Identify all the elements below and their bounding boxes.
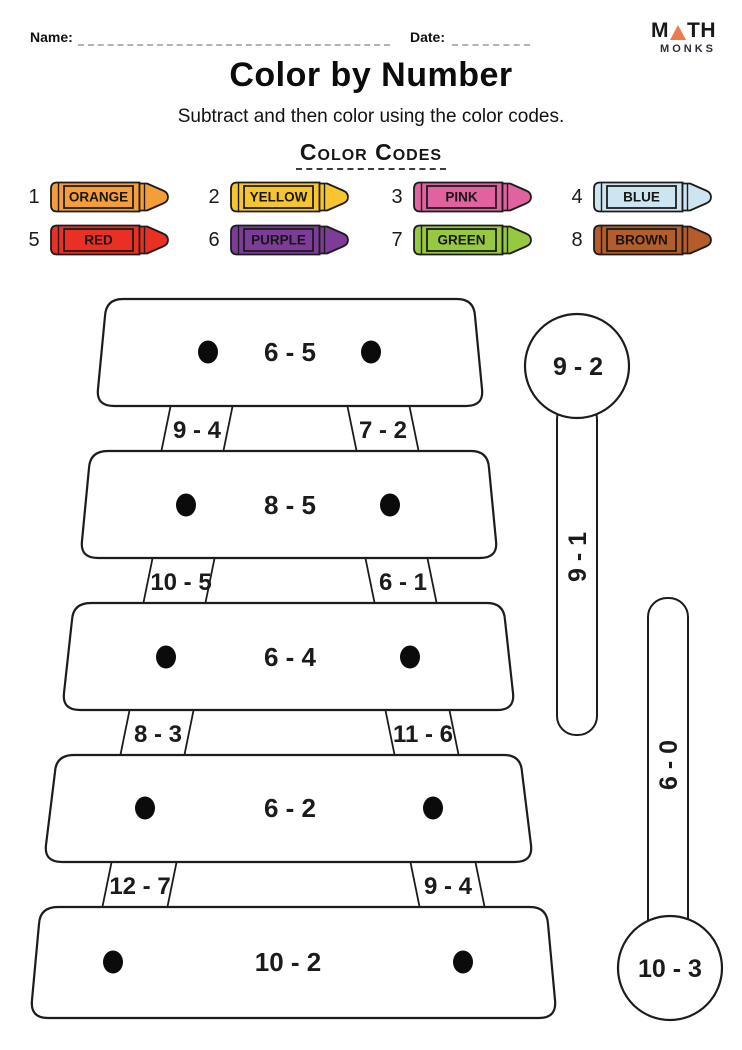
logo-letter-m: M [651, 19, 669, 42]
mallet-head-problem: 10 - 3 [638, 955, 702, 983]
crayon-number: 1 [28, 186, 40, 208]
crayon-red-icon: RED [50, 224, 169, 256]
connector-problem: 8 - 3 [134, 721, 182, 748]
mallet-bottom: 10 - 3 6 - 0 [616, 597, 724, 1022]
crayon-item-red: 5 RED [26, 224, 171, 256]
page-subtitle: Subtract and then color using the color … [177, 106, 565, 127]
connector-problem: 7 - 2 [359, 417, 407, 444]
crayon-green-icon: GREEN [413, 224, 532, 256]
peg-dot [156, 645, 176, 669]
connector-problem: 9 - 4 [173, 417, 222, 444]
crayon-item-brown: 8 BROWN [569, 224, 714, 256]
peg-dot [198, 340, 218, 364]
crayon-label: RED [84, 233, 113, 248]
mallet-bottom-head [616, 914, 724, 1022]
connector-row-2 [141, 555, 439, 606]
name-blank-line [78, 44, 390, 46]
peg-dot [103, 950, 123, 974]
connector-problem: 10 - 5 [150, 569, 211, 596]
xylophone-bar-1: 6 - 5 [96, 297, 484, 408]
crayon-pink-icon: PINK [413, 181, 532, 213]
math-monks-logo: M TH MONKS [651, 20, 716, 55]
crayon-brown-icon: BROWN [593, 224, 712, 256]
mallet-top: 9 - 2 9 - 1 [523, 312, 631, 736]
crayon-item-pink: 3 PINK [389, 181, 534, 213]
crayon-number: 4 [571, 186, 583, 208]
crayon-item-purple: 6 PURPLE [206, 224, 351, 256]
crayon-item-blue: 4 BLUE [569, 181, 714, 213]
mallet-head-problem: 9 - 2 [553, 353, 603, 381]
connector-problem: 6 - 1 [379, 569, 427, 596]
crayon-number: 6 [208, 229, 220, 251]
crayon-label: BROWN [615, 233, 668, 248]
crayon-purple-icon: PURPLE [230, 224, 349, 256]
peg-dot [423, 796, 443, 820]
date-blank-line [452, 44, 530, 46]
logo-letters-th: TH [687, 19, 716, 42]
logo-triangle-icon [670, 25, 686, 40]
xylophone-bar-5: 10 - 2 [30, 905, 557, 1020]
bar-problem: 6 - 2 [264, 793, 316, 823]
bar-problem: 8 - 5 [264, 490, 316, 520]
xylophone-bar-2: 8 - 5 [80, 449, 498, 560]
peg-dot [453, 950, 473, 974]
xylophone-bar-3: 6 - 4 [62, 601, 515, 712]
bar-problem: 6 - 5 [264, 337, 316, 367]
date-label: Date: [410, 29, 446, 45]
crayon-label: PINK [445, 190, 478, 205]
name-label: Name: [30, 29, 73, 45]
crayon-label: ORANGE [69, 190, 128, 205]
peg-dot [361, 340, 381, 364]
crayon-item-green: 7 GREEN [389, 224, 534, 256]
color-codes-heading: Color Codes [299, 139, 443, 165]
peg-dot [135, 796, 155, 820]
peg-dot [400, 645, 420, 669]
peg-dot [176, 493, 196, 517]
math-wordmark: M TH [651, 20, 716, 41]
mallet-stick-problem: 9 - 1 [564, 532, 592, 582]
bar-problem: 6 - 4 [264, 642, 317, 672]
crayon-yellow-icon: YELLOW [230, 181, 349, 213]
connector-problem: 11 - 6 [393, 721, 453, 748]
color-codes-underline [296, 168, 446, 170]
connector-problem: 9 - 4 [424, 873, 473, 900]
peg-dot [380, 493, 400, 517]
crayon-number: 7 [391, 229, 403, 251]
bar-problem: 10 - 2 [255, 947, 322, 977]
monks-wordmark: MONKS [660, 43, 716, 55]
crayon-number: 8 [571, 229, 583, 251]
page-title: Color by Number [229, 56, 513, 94]
crayon-label: GREEN [437, 233, 485, 248]
crayon-number: 5 [28, 229, 40, 251]
crayon-number: 3 [391, 186, 403, 208]
crayon-label: YELLOW [250, 190, 308, 205]
crayon-item-yellow: 2 YELLOW [206, 181, 351, 213]
mallet-stick-problem: 6 - 0 [655, 740, 683, 790]
connector-problem: 12 - 7 [109, 873, 170, 900]
crayon-label: PURPLE [251, 233, 306, 248]
crayon-blue-icon: BLUE [593, 181, 712, 213]
mallet-top-head [523, 312, 631, 420]
crayon-item-orange: 1 ORANGE [26, 181, 171, 213]
crayon-number: 2 [208, 186, 220, 208]
xylophone-bar-4: 6 - 2 [44, 753, 533, 864]
crayon-orange-icon: ORANGE [50, 181, 169, 213]
crayon-label: BLUE [623, 190, 660, 205]
